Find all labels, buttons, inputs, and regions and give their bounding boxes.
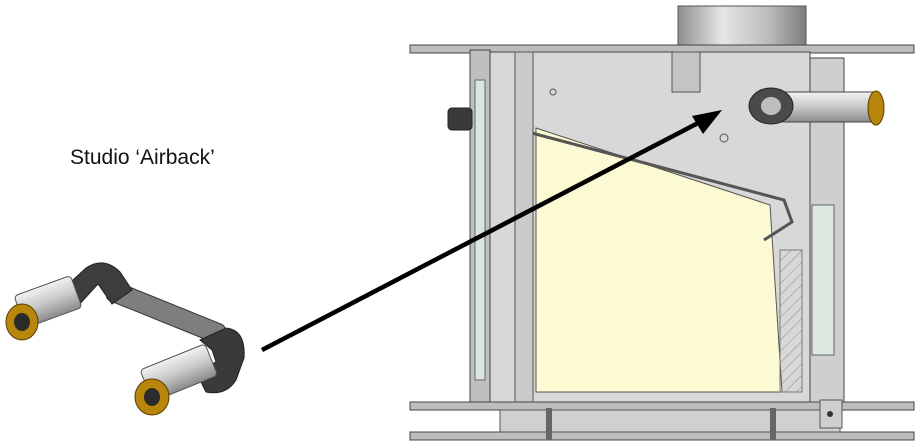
airback-pipe-icon xyxy=(5,262,245,416)
stove-cross-section-icon xyxy=(409,5,915,441)
pointer-arrow-icon xyxy=(260,110,722,352)
caption-label: Studio ‘Airback’ xyxy=(70,146,215,169)
